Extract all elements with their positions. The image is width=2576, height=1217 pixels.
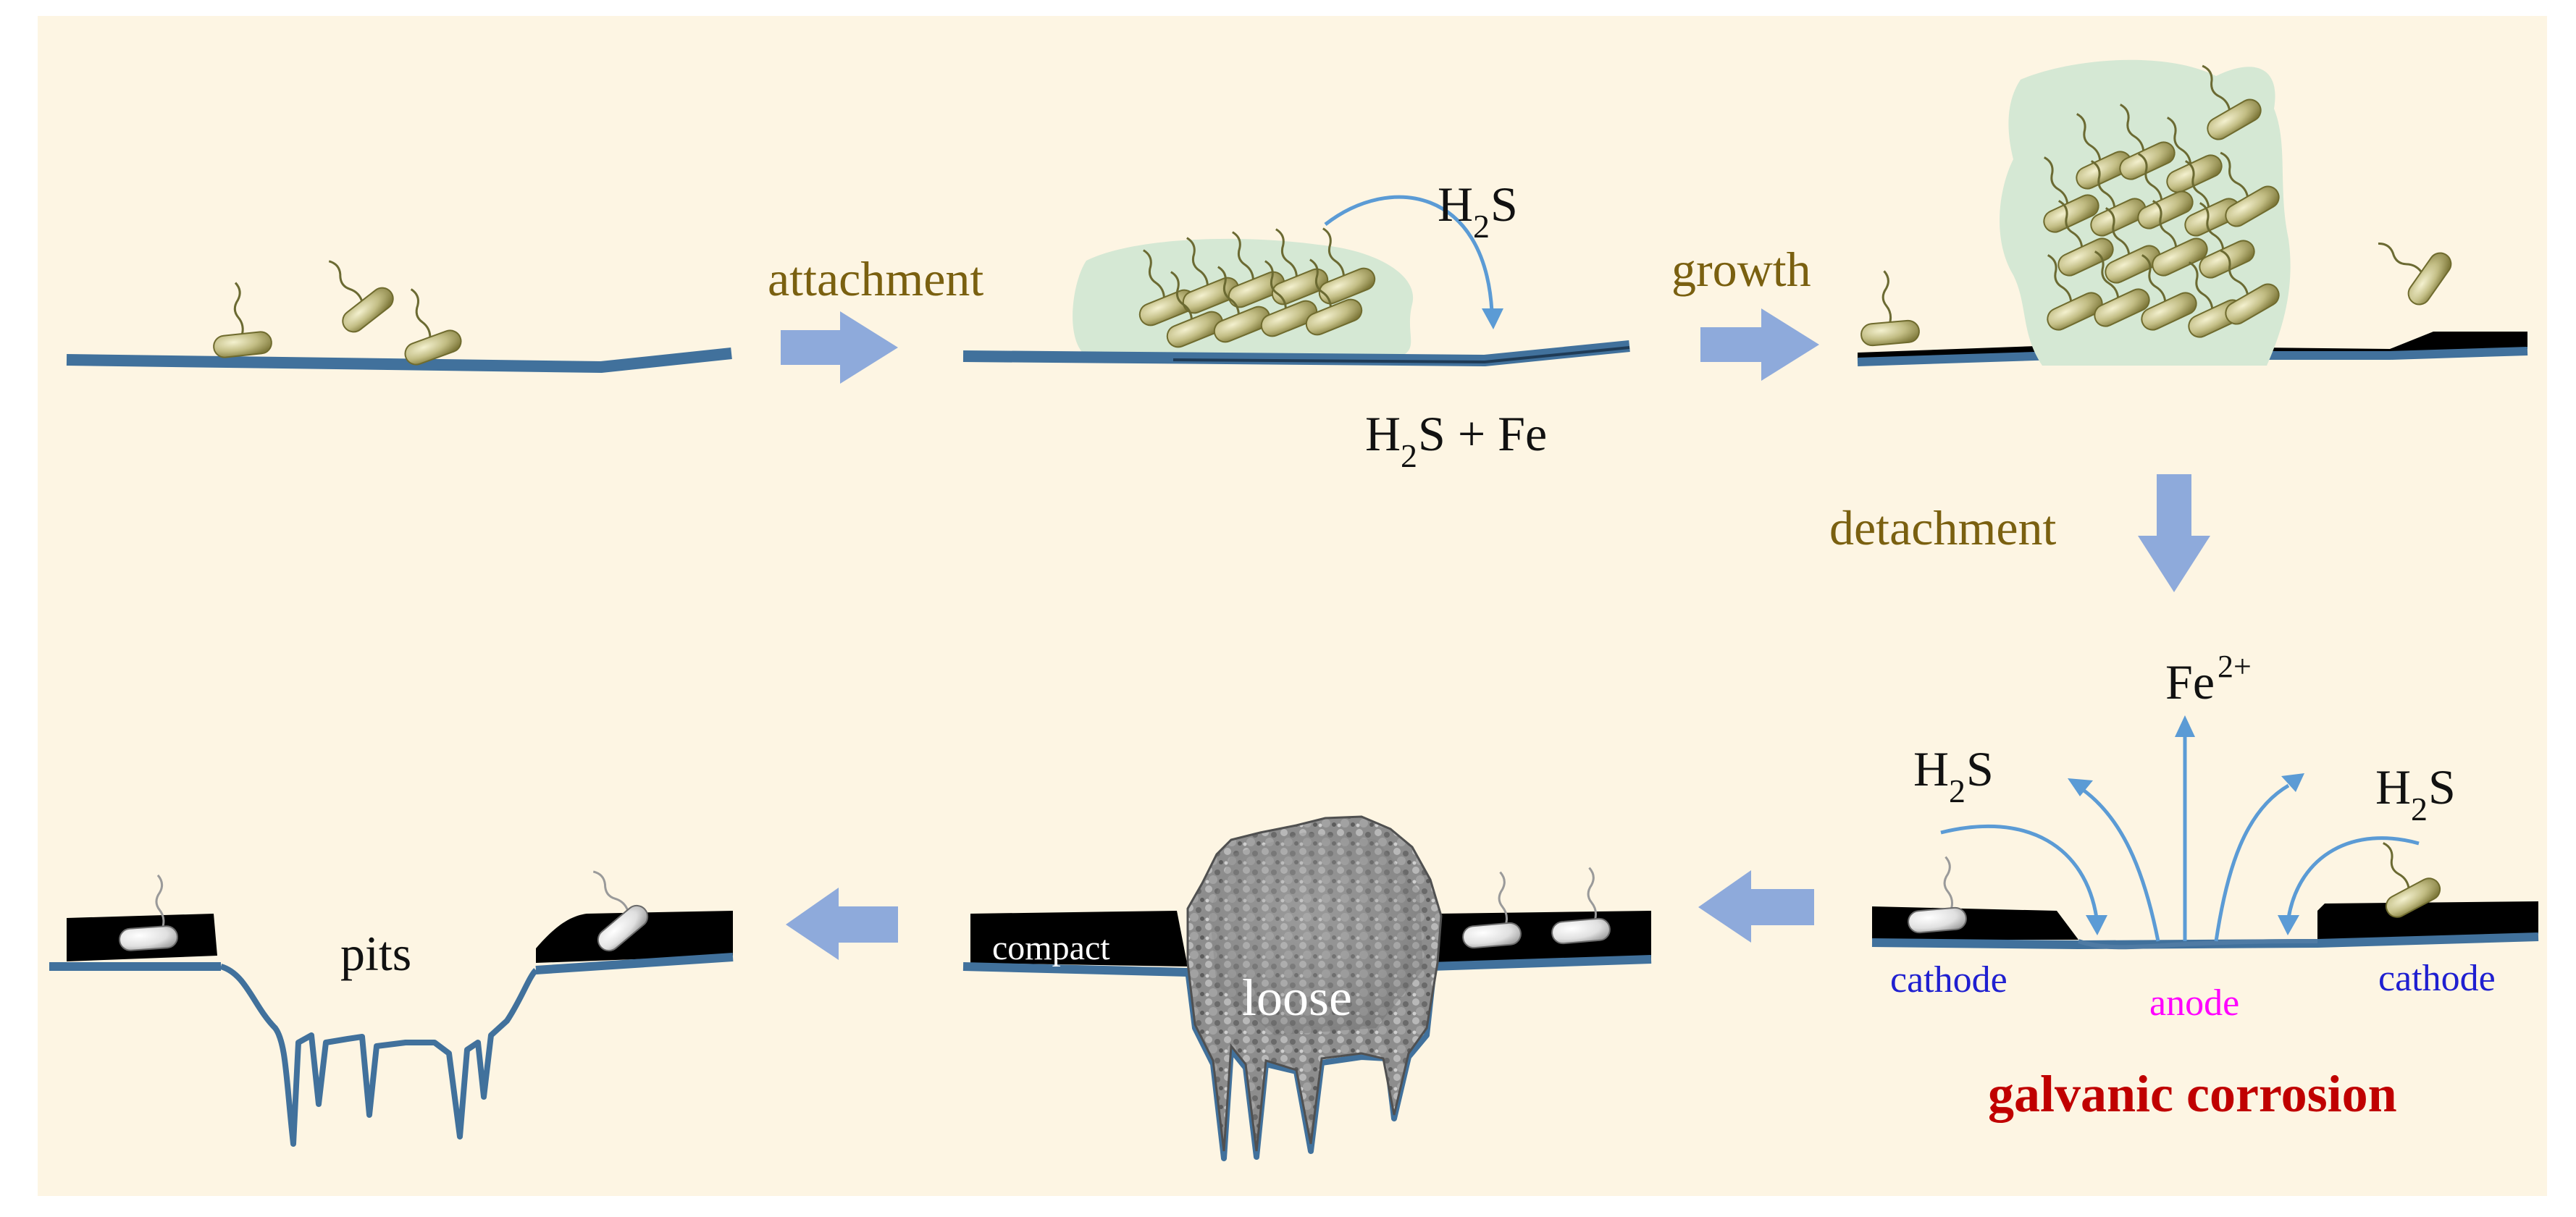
- fe-arrow-right: [2214, 783, 2290, 942]
- svg-text:Fe: Fe: [2165, 654, 2215, 709]
- arrowhead-icon: [2068, 778, 2093, 796]
- arrowhead-icon: [2086, 915, 2107, 935]
- svg-text:2: 2: [1949, 772, 1965, 809]
- h2s-arrow-right: [2286, 836, 2420, 919]
- h2s-right-label: H 2 S: [2375, 759, 2456, 828]
- panel-attachment: [962, 195, 1630, 366]
- anode-label: anode: [2149, 982, 2239, 1024]
- metal-shadow: [1172, 346, 1630, 364]
- attachment-label: attachment: [768, 251, 983, 306]
- metal-surface: [1430, 955, 1652, 971]
- pipeline-arrow-icon: [1698, 870, 1814, 943]
- panel-growth: [1855, 50, 2528, 366]
- galvanic-corrosion-label: galvanic corrosion: [1988, 1065, 2397, 1123]
- h2s-left-label: H 2 S: [1913, 741, 1994, 809]
- panel-galvanic: [1871, 715, 2539, 950]
- panel-products: [962, 815, 1652, 1161]
- svg-text:2+: 2+: [2218, 649, 2252, 684]
- cathode-left-label: cathode: [1890, 959, 2007, 1001]
- svg-text:H: H: [1913, 741, 1949, 796]
- panel-pits: [49, 860, 734, 1147]
- svg-text:2: 2: [2411, 791, 2428, 828]
- svg-text:2: 2: [1401, 437, 1417, 474]
- svg-text:H: H: [1438, 177, 1473, 232]
- corrosion-film: [1872, 906, 2078, 940]
- detachment-label: detachment: [1829, 500, 2057, 555]
- loose-label: loose: [1242, 969, 1352, 1027]
- detachment-arrow-icon: [2138, 474, 2210, 592]
- corrosion-film: [2317, 901, 2538, 940]
- corrosion-film: [970, 911, 1188, 967]
- cathode-right-label: cathode: [2378, 958, 2496, 999]
- svg-text:S: S: [2428, 759, 2456, 814]
- svg-text:H: H: [1365, 406, 1401, 461]
- h2s-arrow-left: [1940, 825, 2099, 919]
- fe-arrow-left: [2081, 787, 2160, 942]
- metal-surface: [962, 962, 1188, 977]
- loose-product-shade: [1209, 833, 1423, 1035]
- h2s-fe-label: H 2 S + Fe: [1365, 406, 1547, 474]
- corrosion-film: [536, 911, 733, 963]
- growth-arrow-icon: [1700, 308, 1819, 381]
- compact-label: compact: [992, 929, 1110, 967]
- anode-pit: [2078, 939, 2318, 950]
- panel-initial: [66, 242, 732, 373]
- pits-label: pits: [340, 926, 411, 981]
- fe2plus-label: Fe 2+: [2165, 649, 2252, 709]
- h2s-curve-arrow: [1324, 195, 1494, 312]
- arrowhead-icon: [2175, 715, 2195, 737]
- arrowhead-icon: [1482, 308, 1503, 329]
- svg-text:H: H: [2375, 759, 2411, 814]
- metal-surface: [535, 953, 734, 974]
- arrowhead-icon: [2278, 915, 2299, 935]
- growth-label: growth: [1671, 242, 1811, 297]
- metal-surface: [66, 348, 732, 373]
- pipeline-arrow-icon: [786, 888, 898, 960]
- svg-text:S: S: [1490, 177, 1518, 232]
- svg-text:2: 2: [1473, 208, 1490, 245]
- svg-text:S: S: [1966, 741, 1994, 796]
- pit-outline: [219, 964, 539, 1147]
- h2s-top-label: H 2 S: [1438, 177, 1518, 245]
- attachment-arrow-icon: [781, 311, 898, 384]
- svg-text:S + Fe: S + Fe: [1418, 406, 1547, 461]
- arrowhead-icon: [2281, 773, 2304, 792]
